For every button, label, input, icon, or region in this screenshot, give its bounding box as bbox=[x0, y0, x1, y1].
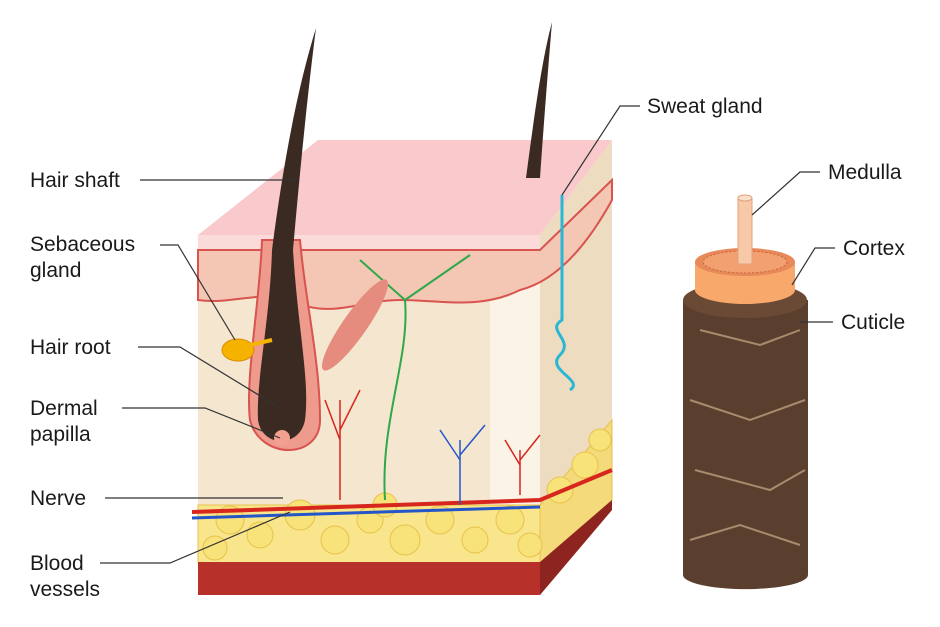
label-blood-vessels-line1: Blood bbox=[30, 552, 84, 575]
label-hair-shaft: Hair shaft bbox=[30, 169, 120, 192]
label-nerve: Nerve bbox=[30, 487, 86, 510]
hair-shaft-2 bbox=[526, 22, 552, 178]
hair-strand-cross-section bbox=[683, 194, 808, 590]
skin-surface bbox=[198, 140, 612, 235]
label-cuticle: Cuticle bbox=[841, 311, 905, 334]
sebaceous-gland bbox=[221, 338, 255, 362]
label-dermal-papilla-line2: papilla bbox=[30, 423, 91, 446]
blood-vessel-blue bbox=[191, 505, 541, 520]
label-cortex: Cortex bbox=[843, 237, 905, 260]
hair-shaft bbox=[272, 28, 316, 250]
blood-vessel-red bbox=[191, 468, 613, 514]
skin-cross-section bbox=[191, 22, 613, 595]
label-sweat-gland: Sweat gland bbox=[647, 95, 763, 118]
sweat-gland bbox=[555, 195, 575, 392]
cuticle bbox=[683, 300, 808, 590]
muscle-layer bbox=[198, 562, 540, 595]
label-dermal-papilla-line1: Dermal bbox=[30, 397, 98, 420]
label-hair-root: Hair root bbox=[30, 336, 111, 359]
fat-layer bbox=[197, 418, 613, 567]
hair-root bbox=[257, 250, 307, 441]
label-medulla: Medulla bbox=[828, 161, 902, 184]
label-sebaceous-gland-line1: Sebaceous bbox=[30, 233, 135, 256]
arrector-pili-muscle bbox=[321, 279, 389, 371]
label-blood-vessels-line2: vessels bbox=[30, 578, 100, 601]
label-sebaceous-gland-line2: gland bbox=[30, 259, 81, 282]
leader-lines bbox=[100, 105, 835, 564]
dermal-papilla bbox=[274, 430, 290, 446]
medulla bbox=[737, 197, 753, 265]
